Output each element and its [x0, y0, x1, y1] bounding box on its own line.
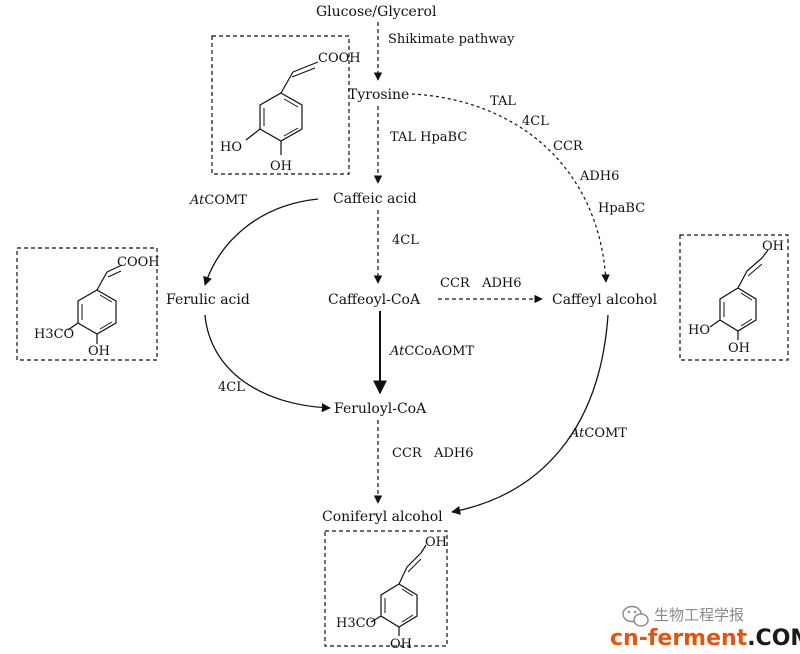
label-coniferyl-alcohol: Coniferyl alcohol: [322, 509, 443, 525]
label-tyrosine: Tyrosine: [348, 87, 409, 103]
svg-text:H3CO: H3CO: [336, 616, 376, 631]
svg-text:H3CO: H3CO: [34, 327, 74, 342]
label-feruloyl-coa: Feruloyl-CoA: [334, 401, 427, 417]
structure-caffeic-acid: COOH HO OH: [211, 35, 361, 175]
structure-ferulic-acid: COOH H3CO OH: [16, 247, 160, 361]
label-ferulic-acid: Ferulic acid: [166, 292, 250, 308]
enzyme-ccr-right: CCR: [553, 139, 584, 154]
svg-text:OH: OH: [728, 341, 750, 356]
svg-text:HO: HO: [688, 323, 710, 338]
enzyme-ccr-adh6-low: CCR ADH6: [392, 446, 474, 461]
svg-text:OH: OH: [425, 535, 447, 550]
arrow-ferulic-feruloyl: [204, 314, 331, 413]
enzyme-tal-hpabc: TAL HpaBC: [390, 130, 467, 145]
svg-text:COOH: COOH: [117, 255, 160, 270]
svg-text:HO: HO: [220, 140, 242, 155]
label-caffeic-acid: Caffeic acid: [333, 191, 417, 207]
enzyme-atcomt-right: AtCOMT: [569, 426, 627, 441]
svg-text:OH: OH: [270, 159, 292, 174]
enzyme-4cl-left: 4CL: [218, 380, 245, 395]
enzyme-atccoaomt: AtCCoAOMT: [389, 344, 474, 359]
enzyme-adh6-right: ADH6: [579, 169, 619, 184]
arrow-caffeic-ferulic: [203, 198, 319, 286]
enzyme-tal-right: TAL: [490, 94, 516, 109]
enzyme-4cl-mid: 4CL: [392, 233, 419, 248]
svg-text:OH: OH: [88, 344, 110, 359]
enzyme-atcomt-left: AtCOMT: [189, 193, 247, 208]
watermark: 生物工程学报 cn-ferment.COM: [610, 605, 800, 651]
structure-caffeyl-alcohol: OH HO OH: [679, 234, 789, 361]
svg-text:OH: OH: [390, 637, 412, 652]
enzyme-ccr-adh6-mid: CCR ADH6: [440, 276, 522, 291]
enzyme-hpabc-right: HpaBC: [598, 201, 645, 216]
label-glucose-glycerol: Glucose/Glycerol: [316, 4, 437, 20]
enzyme-4cl-right: 4CL: [522, 114, 549, 129]
label-caffeyl-alcohol: Caffeyl alcohol: [552, 292, 658, 308]
svg-text:OH: OH: [762, 239, 784, 254]
arrow-caffeyl-coniferyl: [451, 314, 609, 515]
arrow-tyrosine-caffeyl: [411, 93, 610, 283]
wechat-icon: [622, 605, 649, 627]
watermark-wechat-text: 生物工程学报: [654, 606, 744, 624]
watermark-site: cn-ferment.COM: [610, 626, 800, 651]
structure-coniferyl-alcohol: OH H3CO OH: [324, 530, 448, 652]
label-caffeoyl-coa: Caffeoyl-CoA: [328, 292, 421, 308]
svg-text:COOH: COOH: [318, 51, 361, 66]
enzyme-shikimate-pathway: Shikimate pathway: [388, 32, 515, 47]
